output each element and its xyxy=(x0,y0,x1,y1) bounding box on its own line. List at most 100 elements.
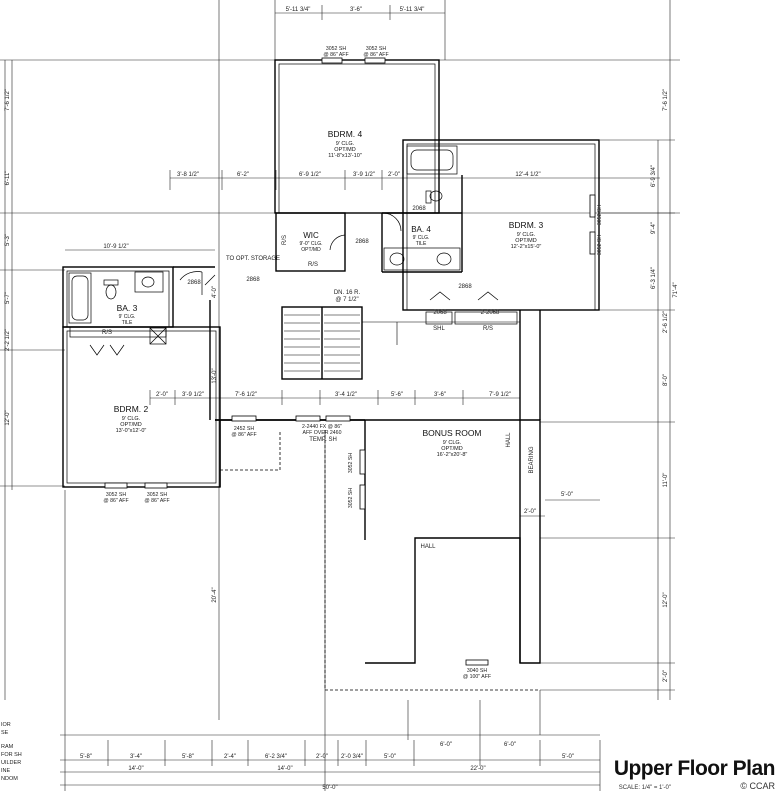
svg-text:9' CLG.: 9' CLG. xyxy=(413,235,430,241)
svg-text:11'-0": 11'-0" xyxy=(663,473,669,488)
svg-text:2'-0": 2'-0" xyxy=(388,172,400,178)
svg-text:2'-0": 2'-0" xyxy=(663,670,669,682)
svg-text:71'-4": 71'-4" xyxy=(673,282,679,297)
svg-text:OPT/MD: OPT/MD xyxy=(301,247,321,253)
svg-text:OPT/MD: OPT/MD xyxy=(120,422,141,428)
svg-text:7'-9 1/2": 7'-9 1/2" xyxy=(489,392,511,398)
svg-text:2-2440 FX @ 86": 2-2440 FX @ 86" xyxy=(302,424,342,430)
svg-text:2868: 2868 xyxy=(187,280,201,286)
svg-text:6'-0": 6'-0" xyxy=(504,742,516,748)
svg-text:20'-4": 20'-4" xyxy=(212,587,218,602)
misc-labels: TO OPT. STORAGE DN. 16 R. @ 7 1/2" HALL … xyxy=(102,46,603,680)
svg-text:OPT/MD: OPT/MD xyxy=(515,238,536,244)
svg-text:7'-6 1/2": 7'-6 1/2" xyxy=(5,89,11,111)
svg-text:13'-0"x12'-0": 13'-0"x12'-0" xyxy=(116,428,147,434)
svg-text:3052 SH: 3052 SH xyxy=(597,205,603,225)
svg-text:3'-8 1/2": 3'-8 1/2" xyxy=(177,172,199,178)
svg-text:@ 86" AFF: @ 86" AFF xyxy=(323,52,348,58)
ba4-name: BA. 4 xyxy=(411,225,431,234)
note-line: FOR SH xyxy=(1,752,22,758)
svg-text:6'-9 1/2": 6'-9 1/2" xyxy=(299,172,321,178)
svg-text:5'-0": 5'-0" xyxy=(561,492,573,498)
svg-text:5'-6": 5'-6" xyxy=(391,392,403,398)
svg-text:16'-2"x20'-8": 16'-2"x20'-8" xyxy=(437,452,468,458)
svg-text:3'-4": 3'-4" xyxy=(130,754,142,760)
svg-text:2'-6 1/2": 2'-6 1/2" xyxy=(663,311,669,333)
stair-treads xyxy=(284,314,520,372)
svg-text:5'-11 3/4": 5'-11 3/4" xyxy=(286,7,311,13)
svg-text:9' CLG.: 9' CLG. xyxy=(443,440,462,446)
stairs-label: DN. 16 R. xyxy=(334,290,361,296)
svg-text:7'-6 1/2": 7'-6 1/2" xyxy=(235,392,257,398)
note-line: UILDER xyxy=(1,760,22,766)
svg-text:SHL: SHL xyxy=(433,326,445,332)
svg-text:9' CLG.: 9' CLG. xyxy=(517,232,536,238)
svg-text:5'-8": 5'-8" xyxy=(80,754,92,760)
svg-text:R/S: R/S xyxy=(282,235,288,245)
hall-label: HALL xyxy=(506,432,512,448)
svg-text:6'-3 1/4": 6'-3 1/4" xyxy=(651,267,657,289)
svg-text:2'-0": 2'-0" xyxy=(316,754,328,760)
svg-text:2068: 2068 xyxy=(433,310,447,316)
bdrm4-name: BDRM. 4 xyxy=(328,129,363,139)
svg-text:TILE: TILE xyxy=(416,241,427,247)
svg-text:R/S: R/S xyxy=(308,262,318,268)
svg-text:5'-3": 5'-3" xyxy=(5,234,11,246)
bdrm2-name: BDRM. 2 xyxy=(114,404,149,414)
svg-text:AFF OVER 2460: AFF OVER 2460 xyxy=(303,430,342,436)
svg-text:12'-4 1/2": 12'-4 1/2" xyxy=(515,172,540,178)
svg-text:TILE: TILE xyxy=(122,320,133,326)
svg-text:5'-7": 5'-7" xyxy=(5,292,11,304)
dimension-text: 5'-11 3/4" 3'-6" 5'-11 3/4" 3'-8 1/2" 6'… xyxy=(5,7,679,791)
svg-text:3'-6": 3'-6" xyxy=(434,392,446,398)
note-line: SE xyxy=(1,730,9,736)
svg-text:4'-0": 4'-0" xyxy=(212,286,218,298)
svg-text:50'-0": 50'-0" xyxy=(322,785,337,791)
svg-text:6'-11": 6'-11" xyxy=(5,171,11,186)
svg-text:5'-0": 5'-0" xyxy=(384,754,396,760)
svg-text:9'-4": 9'-4" xyxy=(651,222,657,234)
note-line: IOR xyxy=(1,722,11,728)
svg-text:3'-9 1/2": 3'-9 1/2" xyxy=(353,172,375,178)
svg-text:@ 86" AFF: @ 86" AFF xyxy=(103,498,128,504)
page-title: Upper Floor Plan xyxy=(613,757,776,780)
svg-text:3052 SH: 3052 SH xyxy=(106,492,126,498)
ba3-name: BA. 3 xyxy=(117,303,138,313)
storage-label: TO OPT. STORAGE xyxy=(226,256,280,262)
svg-text:11'-8"x13'-10": 11'-8"x13'-10" xyxy=(328,153,361,159)
svg-text:5'-0": 5'-0" xyxy=(562,754,574,760)
svg-text:2'-0": 2'-0" xyxy=(524,509,536,515)
svg-text:3052 SH: 3052 SH xyxy=(348,453,354,473)
svg-text:3'-4 1/2": 3'-4 1/2" xyxy=(335,392,357,398)
bearing-label: BEARING xyxy=(529,446,535,473)
svg-text:3052 SH: 3052 SH xyxy=(348,488,354,508)
windows xyxy=(104,57,596,666)
note-line: NDOM xyxy=(1,776,18,782)
svg-text:2068: 2068 xyxy=(412,206,426,212)
svg-text:@ 86" AFF: @ 86" AFF xyxy=(231,432,256,438)
copyright-label: © CCAR xyxy=(740,781,775,791)
svg-text:3040 SH: 3040 SH xyxy=(467,668,487,674)
svg-text:2868: 2868 xyxy=(246,277,260,283)
note-line: INE xyxy=(1,768,11,774)
svg-text:5'-8": 5'-8" xyxy=(182,754,194,760)
attic-outline xyxy=(220,430,540,691)
svg-text:R/S: R/S xyxy=(102,330,112,336)
svg-text:9' CLG.: 9' CLG. xyxy=(122,416,141,422)
svg-text:3052 SH: 3052 SH xyxy=(147,492,167,498)
svg-text:R/S: R/S xyxy=(483,326,493,332)
svg-text:9'-0" CLG.: 9'-0" CLG. xyxy=(299,241,322,247)
svg-text:3052 SH: 3052 SH xyxy=(326,46,346,52)
svg-text:12'-0": 12'-0" xyxy=(5,410,11,425)
svg-text:TEMP. SH: TEMP. SH xyxy=(309,437,337,443)
svg-text:3052 SH: 3052 SH xyxy=(597,235,603,255)
svg-text:2452 SH: 2452 SH xyxy=(234,426,254,432)
svg-text:12'-0": 12'-0" xyxy=(663,592,669,607)
svg-text:@ 100" AFF: @ 100" AFF xyxy=(463,674,491,680)
svg-text:OPT/MD: OPT/MD xyxy=(334,147,355,153)
svg-text:6'-0": 6'-0" xyxy=(440,742,452,748)
svg-text:3'-6": 3'-6" xyxy=(350,7,362,13)
svg-text:OPT/MD: OPT/MD xyxy=(441,446,462,452)
svg-text:14'-0": 14'-0" xyxy=(277,766,292,772)
